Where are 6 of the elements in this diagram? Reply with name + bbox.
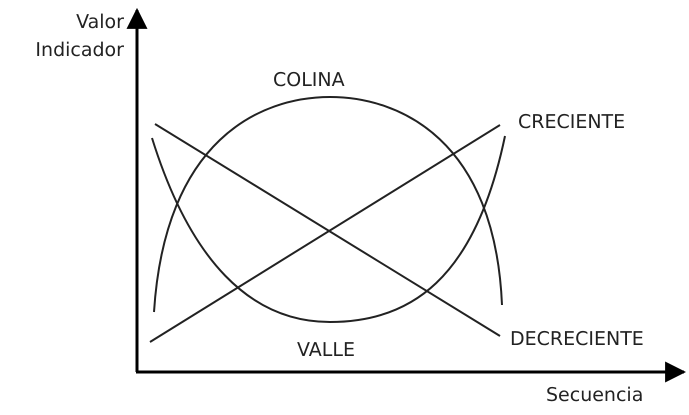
curve-label: COLINA <box>273 68 345 92</box>
curve-label: VALLE <box>297 338 355 362</box>
curve-label: CRECIENTE <box>518 110 626 134</box>
axis-title: Secuencia <box>546 383 644 407</box>
curve-label: DECRECIENTE <box>510 327 644 351</box>
axis-title: Valor Indicador <box>34 10 124 63</box>
